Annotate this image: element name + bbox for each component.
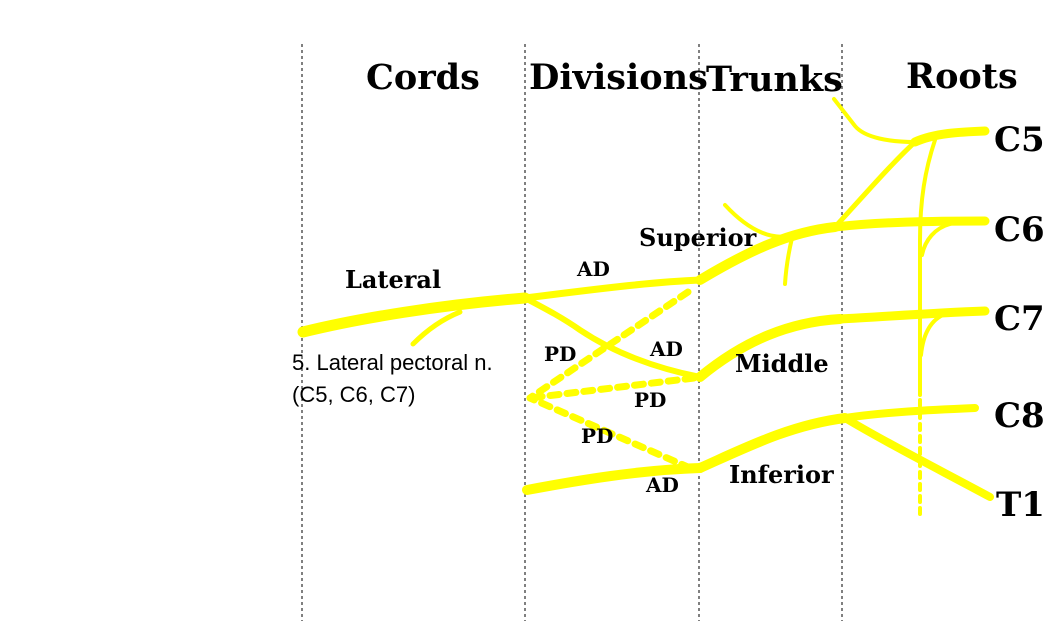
header-roots: Roots: [906, 56, 1018, 97]
inferior-posterior-division: [526, 394, 694, 472]
root-c7-path: [835, 306, 990, 324]
inferior-anterior-division: [522, 463, 705, 495]
label-pd-inferior: PD: [581, 424, 613, 448]
label-pd-superior: PD: [544, 342, 576, 366]
lateral-pectoral-branch: [410, 309, 463, 347]
highlight-caption-line2: (C5, C6, C7): [292, 382, 415, 407]
label-ad-superior: AD: [576, 257, 610, 281]
root-c5-path: [910, 126, 990, 147]
root-label-c7: C7: [994, 299, 1045, 339]
c7-long-thoracic-branch: [919, 312, 947, 357]
c5-to-superior-trunk: [832, 139, 918, 230]
trunk-label-superior: Superior: [639, 223, 757, 252]
root-c8-path: [841, 404, 979, 422]
suprascapular-branch: [723, 203, 797, 239]
highlight-caption-line1: 5. Lateral pectoral n.: [292, 350, 493, 375]
middle-anterior-division: [522, 295, 703, 380]
header-divisions: Divisions: [529, 57, 708, 98]
root-label-t1: T1: [996, 485, 1045, 525]
long-thoracic-line: [918, 138, 937, 397]
trunk-label-inferior: Inferior: [729, 460, 834, 489]
subclavius-branch: [783, 236, 794, 286]
header-cords: Cords: [366, 57, 480, 98]
cord-label-lateral: Lateral: [345, 265, 441, 294]
column-separators: [301, 44, 843, 621]
root-label-c6: C6: [994, 210, 1045, 250]
middle-trunk-path: [695, 314, 845, 382]
root-label-c8: C8: [994, 396, 1045, 436]
root-t1-path: [841, 414, 994, 501]
label-ad-inferior: AD: [645, 473, 679, 497]
c6-long-thoracic-branch: [920, 222, 952, 257]
superior-anterior-division: [521, 276, 704, 302]
inferior-trunk-path: [695, 413, 850, 473]
root-c6-path: [830, 216, 990, 232]
label-ad-middle: AD: [649, 337, 683, 361]
nerve-paths: [297, 97, 994, 517]
c5-dorsal-scapular-branch: [832, 97, 917, 144]
lateral-cord-path: [297, 292, 531, 338]
root-label-c5: C5: [994, 120, 1045, 160]
label-pd-middle: PD: [634, 388, 666, 412]
superior-posterior-division: [526, 288, 692, 402]
middle-posterior-division: [526, 374, 698, 402]
header-trunks: Trunks: [706, 59, 843, 100]
trunk-label-middle: Middle: [735, 349, 829, 378]
superior-trunk-path: [695, 222, 840, 285]
